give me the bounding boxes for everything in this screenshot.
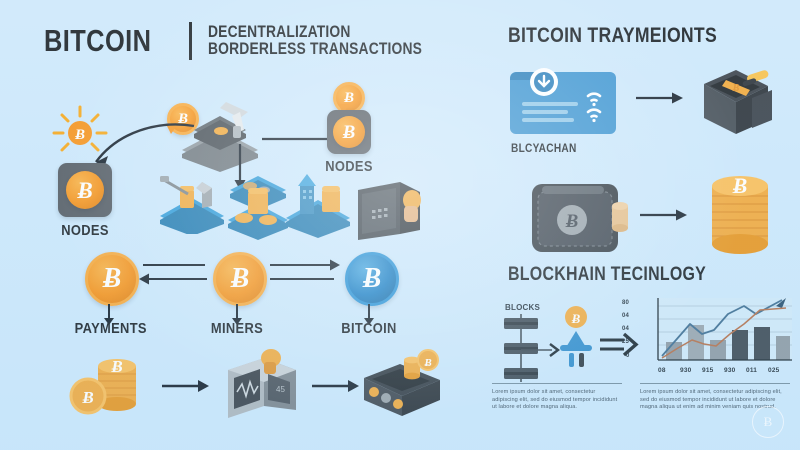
svg-text:Ƀ: Ƀ [110, 357, 122, 376]
svg-text:Ƀ: Ƀ [74, 127, 85, 143]
blockchain-card-icon [510, 68, 616, 134]
coin-stack-icon: Ƀ Ƀ [69, 357, 136, 415]
payments-section-heading: BITCOIN TRAYMEIONTS [508, 24, 717, 47]
node-badge-right: Ƀ [327, 110, 371, 154]
safe-deposit-icon: Ƀ [704, 70, 772, 134]
label-nodes-right: NODES [325, 158, 373, 175]
arrow-down-bitcoin [364, 304, 374, 325]
double-chevron-icon [600, 332, 639, 357]
chart-xtick-1: 930 [680, 367, 692, 374]
chart-ytick-1: 04 [622, 313, 630, 319]
blocks-chain-icon [504, 314, 560, 382]
arrow-pair-payments-miners [139, 264, 207, 285]
arrow-pair-miners-bitcoin [270, 259, 340, 280]
arrow-down-miners [232, 304, 242, 325]
sun-rays-icon: Ƀ [52, 105, 108, 152]
platform-miner-icon [160, 176, 224, 234]
title-divider [188, 22, 192, 60]
page-title: BITCOIN DECENTRALIZATION BORDERLESS TRAN… [44, 22, 463, 60]
chart-xtick-5: 025 [768, 367, 780, 374]
label-nodes-left: NODES [61, 222, 109, 239]
label-miners: MINERS [210, 320, 264, 337]
chart-ytick-2: 04 [622, 326, 630, 332]
label-payments: PAYMENTS [74, 320, 147, 337]
chart-xtick-4: 011 [746, 367, 758, 374]
brand-title: BITCOIN [44, 23, 152, 58]
safe-vault-icon [358, 182, 421, 240]
chart-xtick-3: 930 [724, 367, 736, 374]
tagline-line-1: DECENTRALIZATION [207, 23, 351, 41]
coin-bitcoin: Ƀ [345, 252, 399, 306]
chart-y-axis: 80 04 04 25 0 [622, 296, 638, 368]
arrow-down-payments [104, 304, 114, 325]
deposit-box-icon: Ƀ [364, 349, 440, 416]
coin-stack-tall-icon: Ƀ [712, 173, 768, 254]
arrow-coins-to-machine [162, 380, 209, 392]
coin-miners: Ƀ [213, 252, 267, 306]
platform-tower-icon [286, 174, 350, 238]
caption-right: Lorem ipsum dolor sit amet, consectetur … [640, 389, 782, 411]
platform-coins-icon [228, 176, 288, 240]
svg-text:Ƀ: Ƀ [565, 211, 579, 232]
watermark-logo: Ƀ [752, 406, 784, 438]
svg-text:Ƀ: Ƀ [423, 357, 431, 369]
coin-payments: Ƀ [85, 252, 139, 306]
mining-machine-icon: 45 [228, 349, 296, 418]
svg-text:Ƀ: Ƀ [732, 173, 748, 198]
chart-ytick-3: 25 [622, 339, 630, 345]
tagline-line-2: BORDERLESS TRANSACTIONS [207, 40, 423, 58]
svg-text:Ƀ: Ƀ [81, 388, 93, 407]
chart-xtick-0: 08 [658, 367, 666, 374]
svg-text:Ƀ: Ƀ [571, 311, 581, 326]
label-bitcoin: BITCOIN [341, 320, 397, 337]
wallet-icon: Ƀ [532, 184, 628, 252]
miner-figure-icon: Ƀ [560, 306, 592, 367]
chart-ytick-0: 80 [622, 300, 630, 306]
label-blocks: BLOCKS [505, 303, 540, 312]
chart-ytick-4: 0 [626, 353, 630, 359]
chart-xtick-2: 915 [702, 367, 714, 374]
svg-text:Ƀ: Ƀ [732, 83, 740, 94]
arrow-wallet-to-coins [640, 209, 687, 221]
arrow-machine-to-box [312, 380, 359, 392]
bitcoin-trend-chart [657, 298, 792, 361]
caption-rule-right [640, 383, 790, 384]
caption-left: Lorem ipsum dolor sit amet, consectetur … [492, 389, 618, 411]
watermark-glyph: Ƀ [763, 414, 773, 429]
svg-text:45: 45 [276, 385, 285, 394]
speech-tail-icon [166, 124, 178, 134]
arrow-card-to-safe [636, 92, 683, 104]
label-blockchain-card: BLCYACHAN [511, 143, 577, 155]
caption-rule-left [492, 383, 622, 384]
node-badge-left: Ƀ [58, 163, 112, 217]
speech-tail-icon-node [338, 104, 350, 113]
wallet-section-label: BLOCKHAIN TECINLOGY [508, 264, 707, 285]
